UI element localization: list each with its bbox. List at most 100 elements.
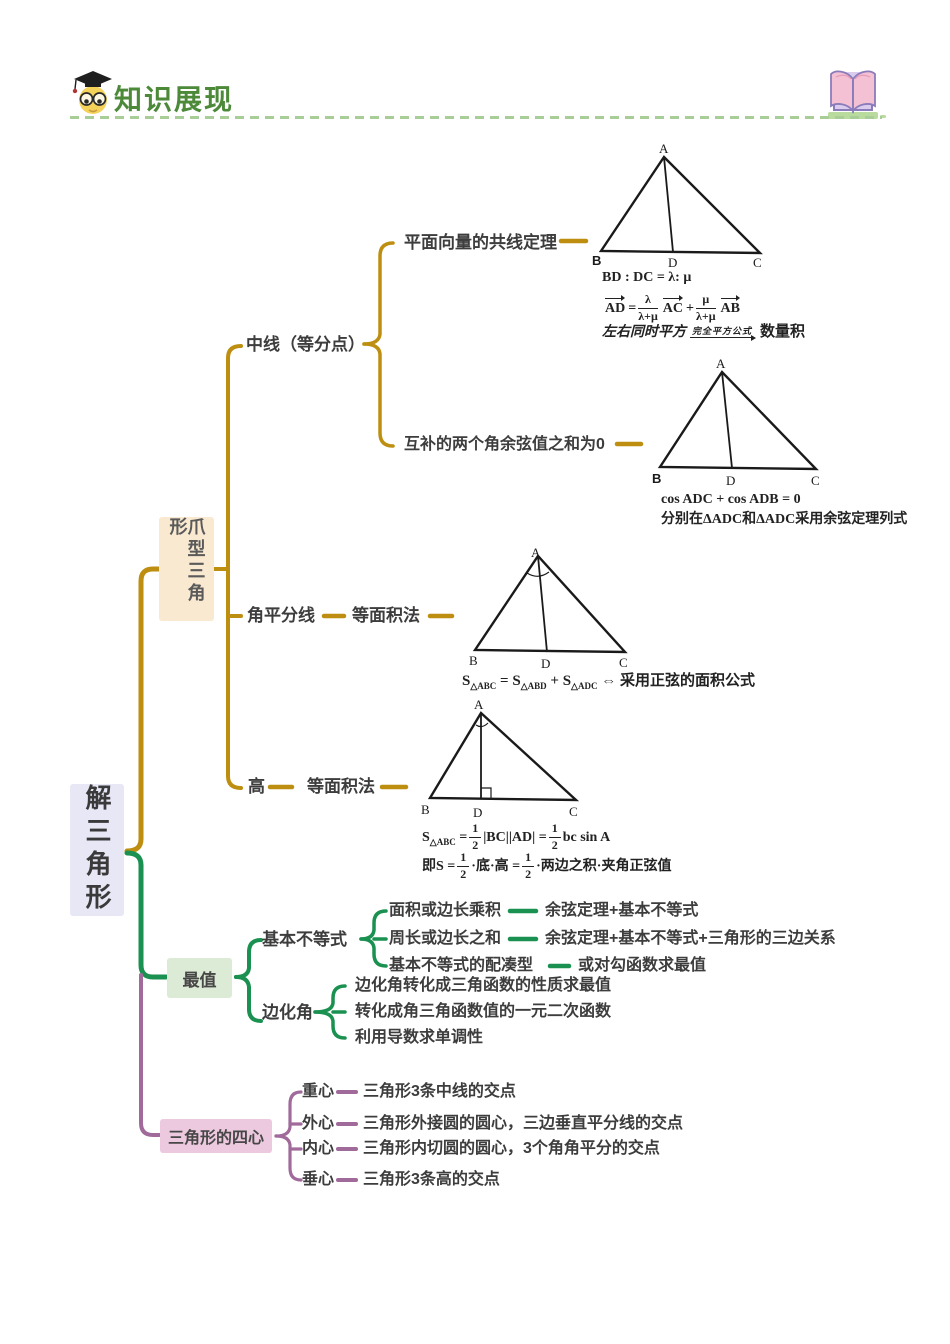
median-label: 中线（等分点） (246, 335, 365, 354)
arrow-label: 完全平方公式 (692, 326, 753, 337)
sta-row: 转化成角三角函数值的一元二次函数 (355, 1003, 612, 1020)
equals-sign: = (447, 858, 456, 874)
area-symbol: S (462, 673, 471, 689)
equals-sign: = (512, 858, 521, 874)
formula-square-both-sides: 左右同时平方完全平方公式数量积 (602, 324, 806, 341)
square-left-text: 左右同时平方 (602, 325, 686, 340)
height-method-label: 等面积法 (307, 777, 375, 796)
triangle-3 (472, 554, 628, 654)
branch-gold (124, 238, 644, 854)
incenter-label: 内心 (302, 1140, 335, 1157)
circumcenter-desc: 三角形外接圆的圆心，三边垂直平分线的交点 (363, 1115, 684, 1132)
ineq-row-left: 周长或边长之和 (389, 930, 502, 947)
vector-ac: AC (662, 295, 684, 316)
formula-tail: bc sin A (562, 829, 611, 845)
vector-ad: AD (605, 295, 626, 316)
right-angle-mark (481, 787, 492, 799)
vertex-c: C (811, 473, 820, 488)
bisector-label: 角平分线 (247, 606, 315, 625)
triangle-4 (427, 711, 580, 802)
denominator: 2 (472, 837, 479, 852)
vertex-d: D (473, 805, 483, 820)
triangle-figures (427, 155, 819, 802)
centroid-label: 重心 (302, 1083, 335, 1100)
vertex-d: D (541, 656, 551, 671)
square-right-text: 数量积 (760, 324, 806, 340)
max-value-node: 最值 (167, 958, 232, 998)
equals-sign: = (459, 829, 468, 845)
vertex-a: A (531, 545, 541, 560)
formula-mid: |BC||AD| (483, 829, 536, 845)
labeled-arrow: 完全平方公式 (690, 326, 757, 341)
vertex-b: B (421, 802, 430, 817)
vertex-c: C (619, 655, 628, 670)
denominator: 2 (460, 866, 467, 881)
denominator: λ+μ (695, 308, 716, 323)
ineq-row-right: 或对勾函数求最值 (578, 957, 707, 974)
vector-ab: AB (720, 295, 741, 316)
ineq-row-right: 余弦定理+基本不等式+三角形的三边关系 (545, 930, 836, 947)
area-symbol: S (562, 673, 572, 689)
formula-cosine-sum: cos ADC + cos ADB = 0 (661, 492, 801, 507)
subscript: △ADC (571, 681, 598, 691)
ineq-row-left: 面积或边长乘积 (389, 902, 502, 919)
four-centers-node: 三角形的四心 (160, 1119, 272, 1153)
area-symbol: S (512, 673, 521, 689)
vertex-c: C (569, 804, 578, 819)
triangle-1 (598, 155, 763, 255)
cosine-sum-label: 互补的两个角余弦值之和为0 (404, 436, 605, 453)
denominator: λ+μ (638, 308, 658, 323)
vertex-b: B (652, 471, 662, 486)
branch-green (124, 850, 572, 1040)
plus-sign: + (686, 300, 694, 316)
height-label: 高 (248, 777, 265, 796)
triangle-2 (657, 370, 819, 471)
basic-inequality-label: 基本不等式 (262, 930, 347, 949)
vertex-d: D (726, 473, 736, 488)
vertex-d: D (668, 255, 678, 270)
root-node: 解三角形 (70, 784, 124, 916)
vertex-c: C (753, 255, 762, 270)
vertex-a: A (659, 141, 669, 156)
sta-row: 边化角转化成三角函数的性质求最值 (355, 977, 612, 994)
orthocenter-desc: 三角形3条高的交点 (363, 1171, 500, 1188)
formula-tail: ⇔ 采用正弦的面积公式 (601, 673, 755, 689)
graduate-owl-icon (72, 71, 112, 114)
page-title: 知识展现 (114, 84, 235, 115)
incenter-desc: 三角形内切圆的圆心，3个角角平分的交点 (363, 1140, 660, 1157)
vector-theorem-label: 平面向量的共线定理 (404, 233, 557, 252)
circumcenter-label: 外心 (302, 1115, 335, 1132)
numerator: 1 (457, 850, 470, 867)
orthocenter-label: 垂心 (302, 1171, 335, 1188)
subscript: △ABC (429, 836, 456, 847)
angle-arc (526, 571, 550, 577)
subscript: △ABD (520, 681, 547, 691)
vertex-b: B (469, 653, 478, 668)
bisector-method-label: 等面积法 (352, 606, 420, 625)
vertex-a: A (716, 356, 726, 371)
vertex-a: A (474, 697, 484, 712)
branch-purple (139, 973, 358, 1182)
area-symbol: S (422, 829, 430, 845)
formula-lead: 即S (422, 858, 444, 874)
formula-mid: ·底·高 (471, 858, 509, 874)
subscript: △ABC (470, 681, 497, 691)
header-divider (70, 116, 882, 119)
side-to-angle-label: 边化角 (262, 1003, 313, 1022)
equals-sign: = (500, 673, 509, 689)
centroid-desc: 三角形3条中线的交点 (363, 1083, 516, 1100)
vertex-b: B (592, 253, 602, 268)
claw-triangle-node: 爪型三角形 (159, 517, 214, 621)
plus-sign: + (550, 673, 559, 689)
